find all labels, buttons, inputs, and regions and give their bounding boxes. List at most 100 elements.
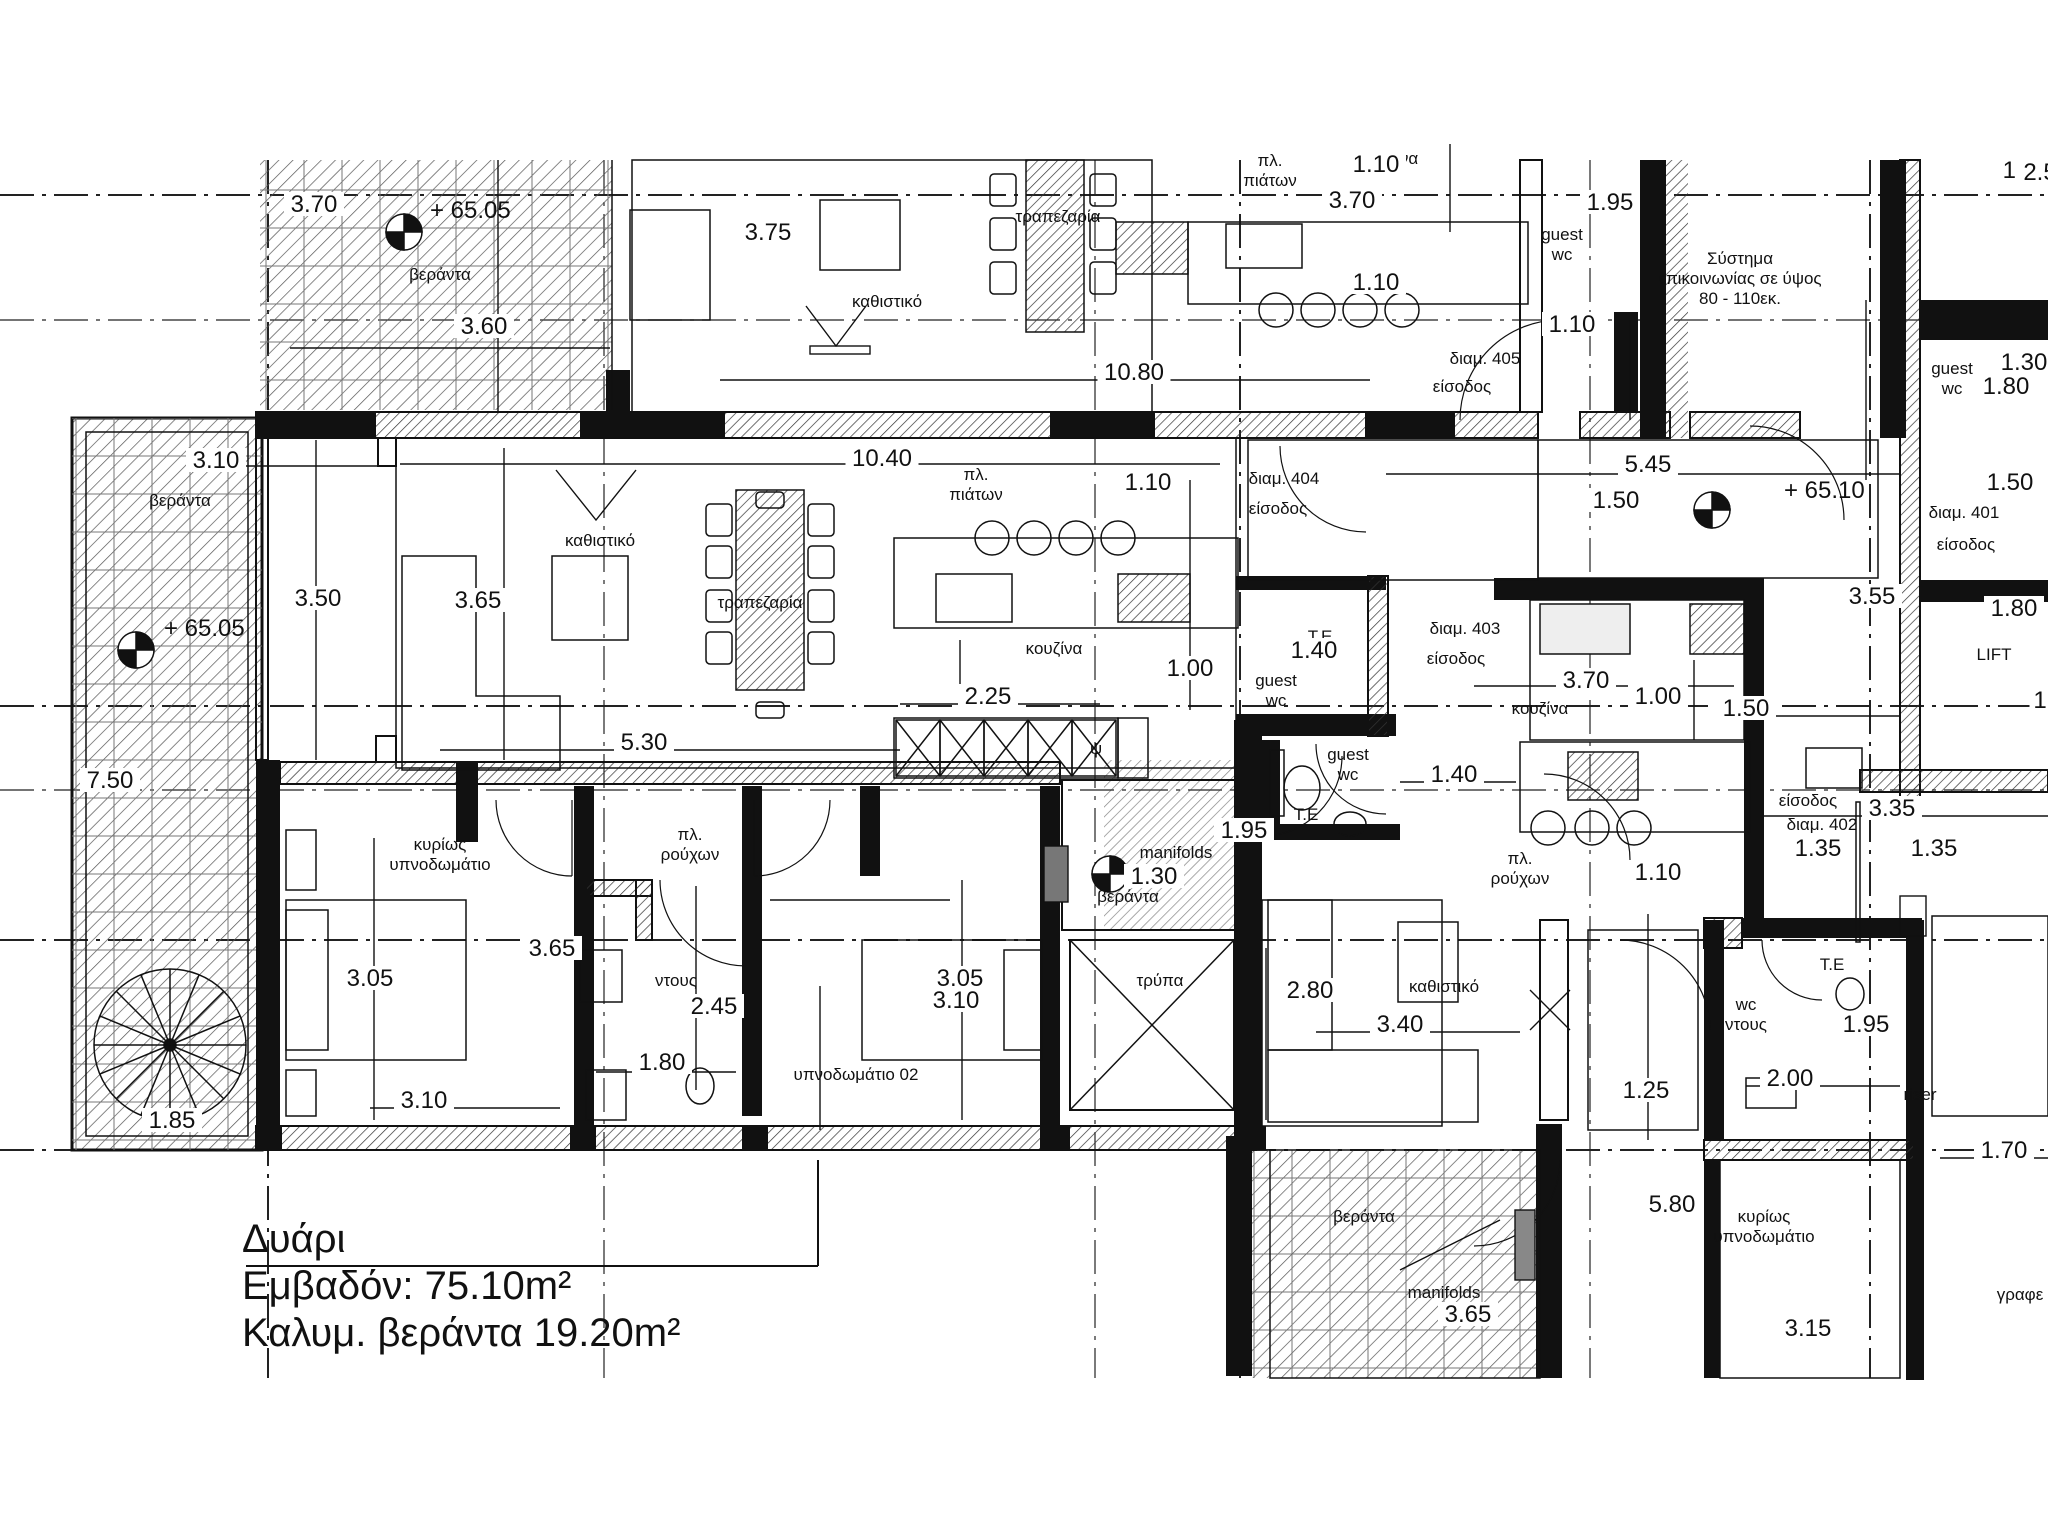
label-lift: LIFT [1977,645,2012,664]
dimension-label: 1.50 [1593,487,1640,514]
label-kathistiko-top: καθιστικό [852,292,922,311]
label-grafeio: γραφε [1997,1285,2044,1304]
label-pl-rouxon-403: πλ.ρούχων [1491,849,1550,888]
dimension-label: 1.80 [1991,595,2038,622]
label-trapezaria-main: τραπεζαρία [718,593,803,612]
misc-symbols [555,305,1927,1281]
dimension-label: 1.10 [1353,151,1400,178]
label-eisodos405: είσοδος [1433,377,1491,396]
dimension-label: 2.80 [1287,977,1334,1004]
dimension-label: 2.5 [2023,159,2048,186]
dimension-label: 3.10 [933,987,980,1014]
dimension-label: 3.40 [1377,1011,1424,1038]
label-eisodos402: είσοδος [1779,791,1837,810]
dimension-label: 3.50 [295,585,342,612]
dimension-label: 3.35 [1869,795,1916,822]
dimension-label: 3.10 [193,447,240,474]
label-trapezaria-top: τραπεζαρία [1016,207,1101,226]
dimension-label: 1.10 [1125,469,1172,496]
label-ntous: ντους [655,971,697,990]
dimension-label: 1.00 [1635,683,1682,710]
dimension-label: 1.50 [1987,469,2034,496]
label-te3: T.E [1820,955,1845,974]
dimension-label: 3.05 [937,965,984,992]
level-lvl-top: + 65.05 [430,197,511,224]
label-pl-piaton-main: πλ.πιάτων [949,465,1003,504]
dimension-label: 2.45 [691,993,738,1020]
walls [255,159,2048,1380]
dimension-label: 1.50 [1723,695,1770,722]
dimension-label: 1.80 [1983,373,2030,400]
label-diam401: διαμ. 401 [1929,503,2000,522]
room-outlines [395,159,2048,1379]
label-ypno02: υπνοδωμάτιο 02 [794,1065,919,1084]
dimension-label: 1.70 [1981,1137,2028,1164]
dimension-label: 3.70 [1563,667,1610,694]
label-kouzina-main: κουζίνα [1026,639,1083,658]
dimension-label: 1.80 [639,1049,686,1076]
dimension-label: 1.95 [1843,1011,1890,1038]
label-trypa: τρύπα [1137,971,1184,990]
dimension-label: 3.75 [745,219,792,246]
dimension-label: 1.35 [1795,835,1842,862]
label-diam402: διαμ. 402 [1787,815,1858,834]
dimension-label: 3.05 [347,965,394,992]
dimension-label: 5.45 [1625,451,1672,478]
dimension-label: 1.95 [1587,189,1634,216]
dimension-label: 3.65 [529,935,576,962]
label-eisodos401: είσοδος [1937,535,1995,554]
dimension-label: 1 [2033,687,2046,714]
dimension-label: 3.10 [401,1087,448,1114]
dimension-label: 5.30 [621,729,668,756]
dimension-label: 2.00 [1767,1065,1814,1092]
label-eisodos403: είσοδος [1427,649,1485,668]
label-diam403: διαμ. 403 [1430,619,1501,638]
level-lvl-right: + 65.10 [1784,477,1865,504]
dimension-label: 1.30 [2001,349,2048,376]
furniture [285,199,1865,1123]
dimension-label: 1.95 [1221,817,1268,844]
dimension-label: 1.30 [1131,863,1178,890]
dimension-label: 1.25 [1623,1077,1670,1104]
label-eisodos404: είσοδος [1249,499,1307,518]
dimension-label: 1.85 [149,1107,196,1134]
plan-labels: καθιστικότραπεζαρίακουζιναβεράνταπλ.πιάτ… [80,149,2048,1342]
dimension-label: 10.40 [852,445,912,472]
kitchen-fixtures [893,221,1745,801]
summary-block: Δυάρι Εμβαδόν: 75.10m² Καλυμ. βεράντα 19… [242,1216,680,1358]
label-veranda-left: βεράντα [149,491,211,510]
level-markers [117,213,1731,893]
dimension-label: 3.15 [1785,1315,1832,1342]
unit-name: Δυάρι [242,1217,346,1261]
dimension-label: 3.70 [291,191,338,218]
dimension-label: 10.80 [1104,359,1164,386]
dimension-label: 3.60 [461,313,508,340]
label-riser: riser [1903,1085,1936,1104]
label-veranda-bottom: βεράντα [1333,1207,1395,1226]
label-manifolds-bottom: manifolds [1408,1283,1481,1302]
dimension-label: 3.55 [1849,583,1896,610]
veranda-area: Καλυμ. βεράντα 19.20m² [242,1311,681,1356]
dining-tables [705,159,1117,719]
label-te2: T.E [1294,805,1319,824]
dimension-label: 1.10 [1635,859,1682,886]
level-lvl-left: + 65.05 [164,615,245,642]
label-veranda-mid: βεράντα [1097,887,1159,906]
label-kathistiko-main: καθιστικό [565,531,635,550]
dimension-label: 3.70 [1329,187,1376,214]
dimension-label: 1.00 [1167,655,1214,682]
dimension-label: 1.10 [1353,269,1400,296]
dimension-label: 1.35 [1911,835,1958,862]
label-pl-rouxon: πλ.ρούχων [661,825,720,864]
label-manifolds-mid: manifolds [1140,843,1213,862]
dimension-label: 3.65 [455,587,502,614]
